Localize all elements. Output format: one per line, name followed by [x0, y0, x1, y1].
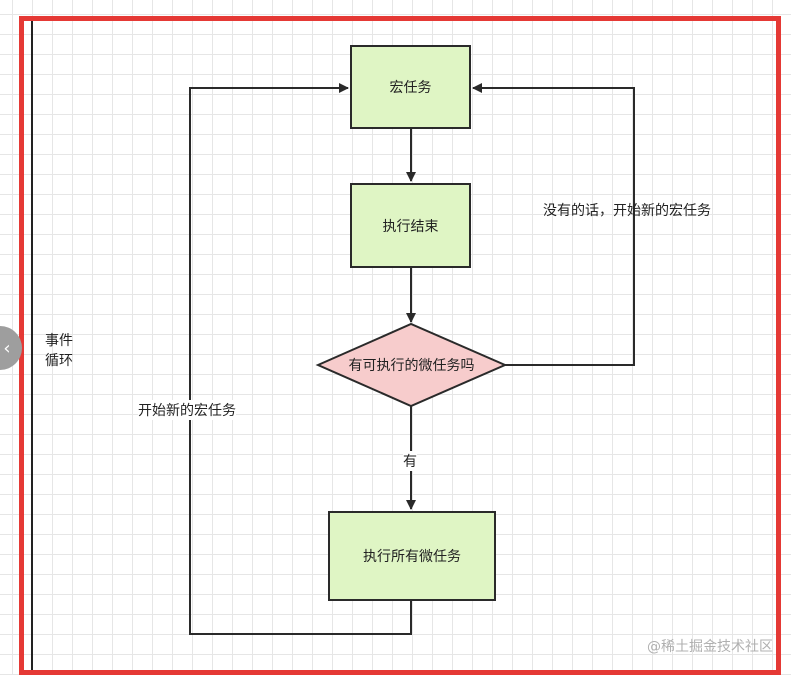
node-macro-task-label: 宏任务: [389, 80, 432, 96]
arrow-micro-to-macro: [189, 83, 412, 635]
edge-label-yes: 有: [403, 451, 417, 471]
node-exec-end-label: 执行结束: [382, 218, 439, 235]
node-has-micro-label: 有可执行的微任务吗: [348, 358, 475, 374]
edge-label-restart: 开始新的宏任务: [138, 400, 236, 420]
event-loop-label-line1: 事件: [45, 333, 73, 349]
event-loop-label-line2: 循环: [45, 353, 73, 369]
collapse-button[interactable]: ‹: [0, 326, 22, 370]
decision-diamond-shape: [315, 322, 508, 408]
node-exec-end: 执行结束: [350, 183, 471, 268]
node-has-micro-decision: 有可执行的微任务吗: [318, 324, 505, 406]
node-exec-micro: 执行所有微任务: [328, 511, 496, 601]
edge-label-no-restart: 没有的话，开始新的宏任务: [543, 203, 711, 219]
chevron-left-icon: ‹: [3, 337, 11, 359]
watermark: @稀土掘金技术社区: [647, 639, 773, 655]
event-loop-label: 事件 循环: [45, 331, 73, 371]
node-macro-task: 宏任务: [350, 45, 471, 129]
arrow-no-to-macro: [472, 83, 635, 366]
node-exec-micro-label: 执行所有微任务: [363, 549, 461, 565]
left-vertical-bar: [31, 16, 33, 672]
